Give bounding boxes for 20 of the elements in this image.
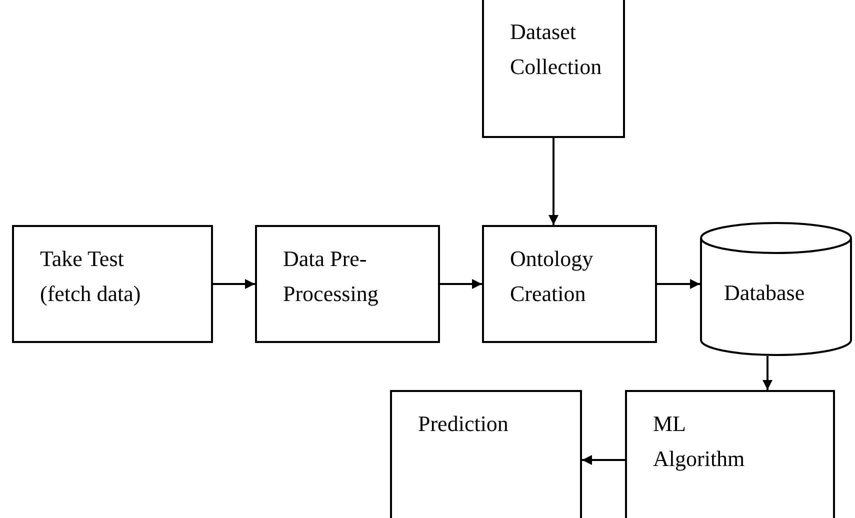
process-box	[255, 225, 440, 343]
arrow	[762, 356, 772, 390]
node-label: Prediction	[418, 410, 508, 438]
node-label: Take Test (fetch data)	[40, 245, 142, 308]
arrow	[657, 279, 700, 289]
node-label: Dataset Collection	[510, 18, 603, 81]
process-box	[482, 225, 657, 343]
process-box	[390, 390, 582, 518]
node-label: ML Algorithm	[653, 410, 746, 473]
arrow	[213, 279, 255, 289]
arrow	[582, 455, 625, 465]
process-box	[625, 390, 835, 518]
process-box	[12, 225, 213, 343]
node-label: Ontology Creation	[510, 245, 594, 308]
arrow	[440, 279, 482, 289]
node-label: Database	[724, 279, 805, 307]
process-box	[482, 0, 625, 138]
database-cylinder	[700, 222, 852, 356]
node-label: Data Pre-Processing	[283, 245, 380, 308]
arrow	[548, 138, 558, 225]
